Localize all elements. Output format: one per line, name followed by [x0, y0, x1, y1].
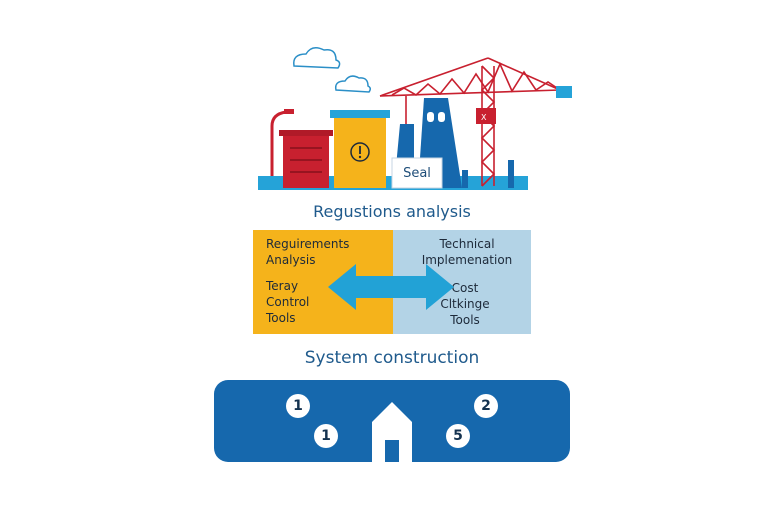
bottom-title-strip: System construction — [253, 336, 531, 380]
left-bottom-label: Teray Control Tools — [266, 279, 310, 325]
left-top-label: Reguirements Analysis — [266, 237, 350, 267]
diagram-title: Regustions analysis — [313, 201, 471, 221]
crane-cabin — [476, 108, 496, 124]
yellow-building — [330, 110, 390, 188]
construction-skyline-illustration: X — [258, 47, 572, 190]
street-lamp-icon — [270, 110, 287, 176]
right-bottom-label: Cost Cltkinge Tools — [440, 281, 490, 327]
crane-counterweight — [556, 86, 572, 98]
house-icon — [372, 402, 412, 462]
badge-5: 5 — [446, 424, 470, 448]
cloud-icon — [334, 75, 372, 93]
diagram-title-strip: Regustions analysis — [253, 192, 531, 230]
badge-1-second: 1 — [314, 424, 338, 448]
svg-text:X: X — [481, 113, 487, 122]
crane-icon — [379, 57, 561, 187]
bottom-title: System construction — [304, 348, 480, 368]
badge-1: 1 — [286, 394, 310, 418]
warning-icon — [350, 142, 370, 162]
badge-2: 2 — [474, 394, 498, 418]
right-top-label: Technical Implemenation — [421, 237, 513, 267]
double-arrow-icon — [328, 264, 454, 310]
seal-sign — [391, 157, 443, 189]
seal-label: Seal — [403, 165, 431, 181]
cloud-icon — [293, 47, 341, 69]
red-building — [279, 130, 333, 188]
